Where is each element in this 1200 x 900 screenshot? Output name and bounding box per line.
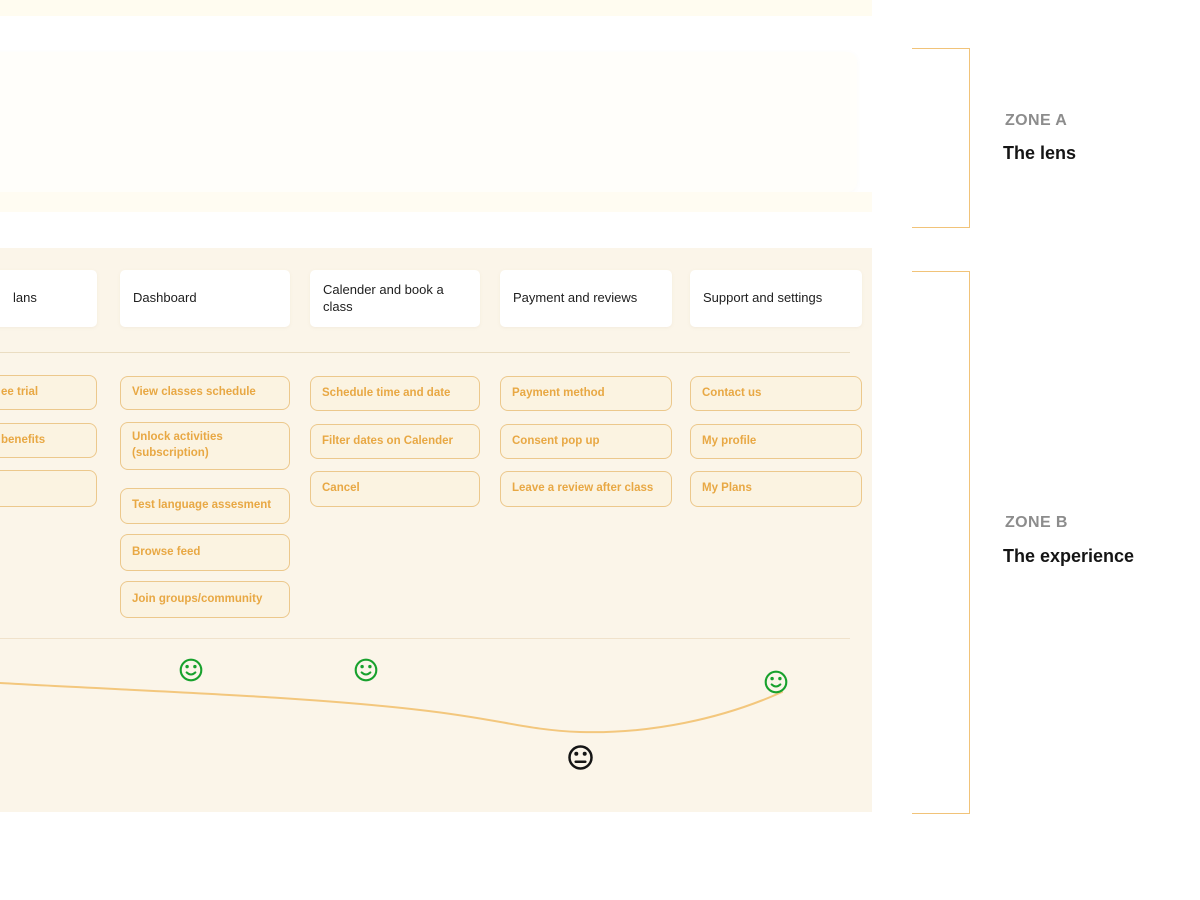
stage-card-payment[interactable]: Payment and reviews [500,270,672,327]
stage-card-calendar[interactable]: Calender and book a class [310,270,480,327]
note-clipped-empty[interactable] [0,470,97,507]
zone-a-title: The lens [1003,143,1077,163]
stage-card-label: Calender and book a class [323,281,444,314]
emotion-curve [0,682,783,734]
zone-a-label: ZONE A [1005,112,1068,129]
neutral-face-icon[interactable] [567,744,594,771]
stage-card-label: Dashboard [133,290,197,306]
note-leave-review[interactable]: Leave a review after class [500,471,672,507]
note-my-plans[interactable]: My Plans [690,471,862,507]
note-test-language[interactable]: Test language assesment [120,488,290,524]
zone-a-bracket [912,48,970,228]
note-join-groups[interactable]: Join groups/community [120,581,290,618]
zone-b-title: The experience [1003,546,1135,566]
stage-card-label: lans [13,290,37,306]
background-band-top [0,0,872,16]
happy-face-icon[interactable] [179,658,203,682]
divider-line-top [0,352,850,353]
note-payment-method[interactable]: Payment method [500,376,672,411]
lens-empty-card[interactable] [0,52,857,192]
note-my-profile[interactable]: My profile [690,424,862,459]
note-cancel[interactable]: Cancel [310,471,480,507]
note-consent-popup[interactable]: Consent pop up [500,424,672,459]
stage-card-dashboard[interactable]: Dashboard [120,270,290,327]
happy-face-icon[interactable] [354,658,378,682]
divider-line-bottom [0,638,850,639]
stage-card-plans[interactable]: lans [0,270,97,327]
note-unlock-activities[interactable]: Unlock activities (subscription) [120,422,290,470]
zone-b-label: ZONE B [1005,514,1068,531]
zone-b-bracket [912,271,970,814]
stage-card-label: Support and settings [703,290,823,306]
note-benefits[interactable]: benefits [0,423,97,458]
stage-card-support[interactable]: Support and settings [690,270,862,327]
note-browse-feed[interactable]: Browse feed [120,534,290,571]
happy-face-icon[interactable] [764,670,788,694]
stage-card-label: Payment and reviews [513,290,638,306]
note-free-trial[interactable]: ee trial [0,375,97,410]
note-filter-dates[interactable]: Filter dates on Calender [310,424,480,459]
experience-panel [0,248,872,812]
background-band-middle [0,192,872,212]
note-view-classes-schedule[interactable]: View classes schedule [120,376,290,410]
note-contact-us[interactable]: Contact us [690,376,862,411]
note-schedule-time[interactable]: Schedule time and date [310,376,480,411]
